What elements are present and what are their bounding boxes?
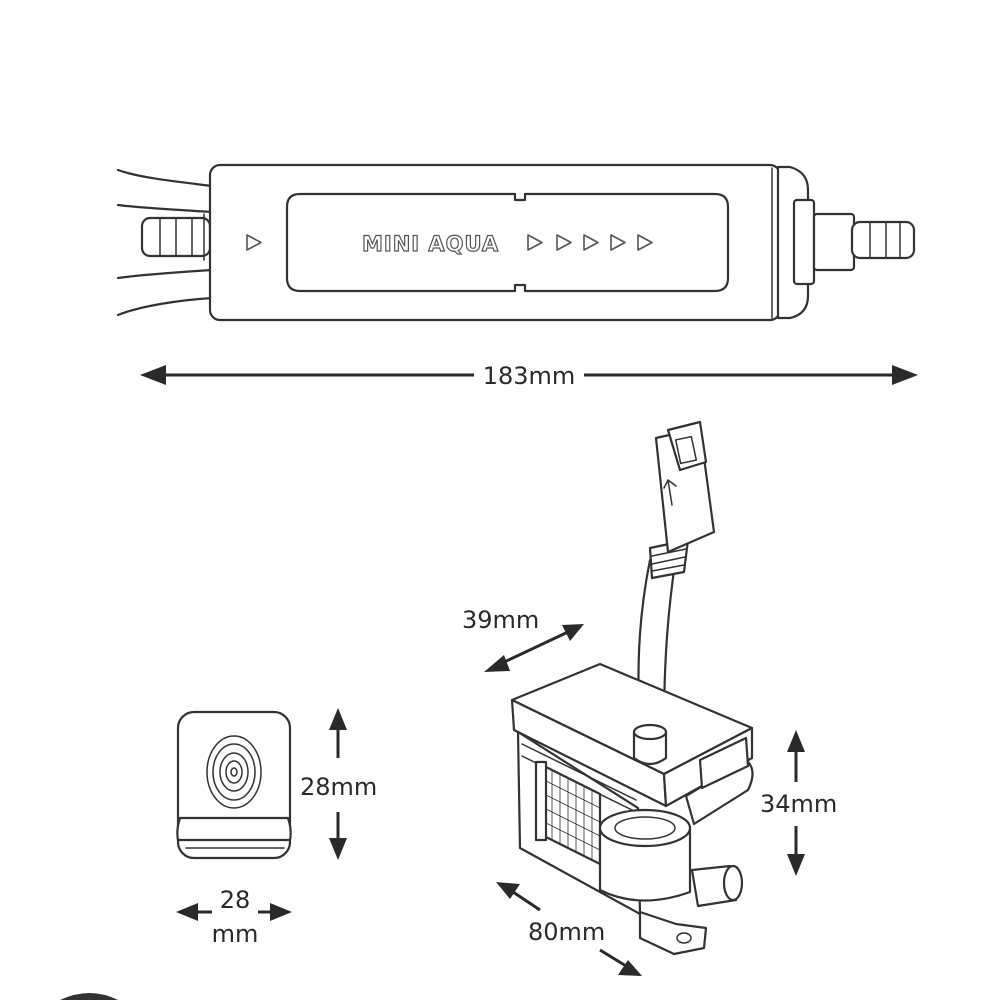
length-dimension: 183mm: [140, 362, 918, 390]
flow-arrow-icon: [246, 234, 262, 251]
cable-strain-relief: [648, 538, 690, 580]
front-height-label: 28mm: [300, 773, 377, 801]
body-height-label: 34mm: [760, 790, 837, 818]
motor-housing: [598, 808, 692, 902]
flow-direction-icons: [527, 234, 653, 251]
flow-arrow-icon: [637, 234, 653, 251]
power-plug: [654, 420, 716, 554]
flow-arrow-icon: [610, 234, 626, 251]
outlet-end-cap: [771, 165, 816, 320]
flow-arrow-icon: [556, 234, 572, 251]
hose-upper-inner: [116, 203, 214, 214]
flow-arrow-icon: [527, 234, 543, 251]
outlet-nozzle: [690, 864, 744, 908]
pump-side-view: MINI AQUA: [116, 163, 916, 322]
pump-isometric-view: [510, 420, 754, 956]
cable-entry-port: [632, 723, 668, 766]
inlet-port-icon: [206, 735, 262, 809]
flow-arrow-icon: [583, 234, 599, 251]
mounting-clip: [684, 736, 754, 826]
front-width-unit: mm: [212, 920, 259, 948]
hose-upper-outline: [116, 168, 214, 188]
mounting-foot: [638, 910, 708, 956]
front-base-flange: [176, 816, 292, 842]
corner-badge-icon: [60, 993, 118, 1000]
front-width-dimension: 28 mm: [176, 886, 292, 948]
pump-front-view: [176, 710, 292, 860]
hose-lower-outline: [116, 296, 214, 317]
front-height-dimension: 28mm: [300, 708, 377, 860]
hose-lower-inner: [116, 268, 214, 280]
outlet-barb-connector: [812, 212, 916, 272]
label-panel: [285, 192, 730, 293]
body-length-dimension: 80mm: [496, 882, 642, 976]
length-label: 183mm: [483, 362, 576, 390]
body-length-label: 80mm: [528, 918, 605, 946]
body-height-dimension: 34mm: [760, 730, 837, 876]
inlet-barb-connector: [140, 213, 212, 261]
front-width-value: 28: [220, 886, 251, 914]
product-label: MINI AQUA: [362, 232, 499, 256]
depth-label: 39mm: [462, 606, 539, 634]
depth-dimension: 39mm: [462, 606, 584, 672]
